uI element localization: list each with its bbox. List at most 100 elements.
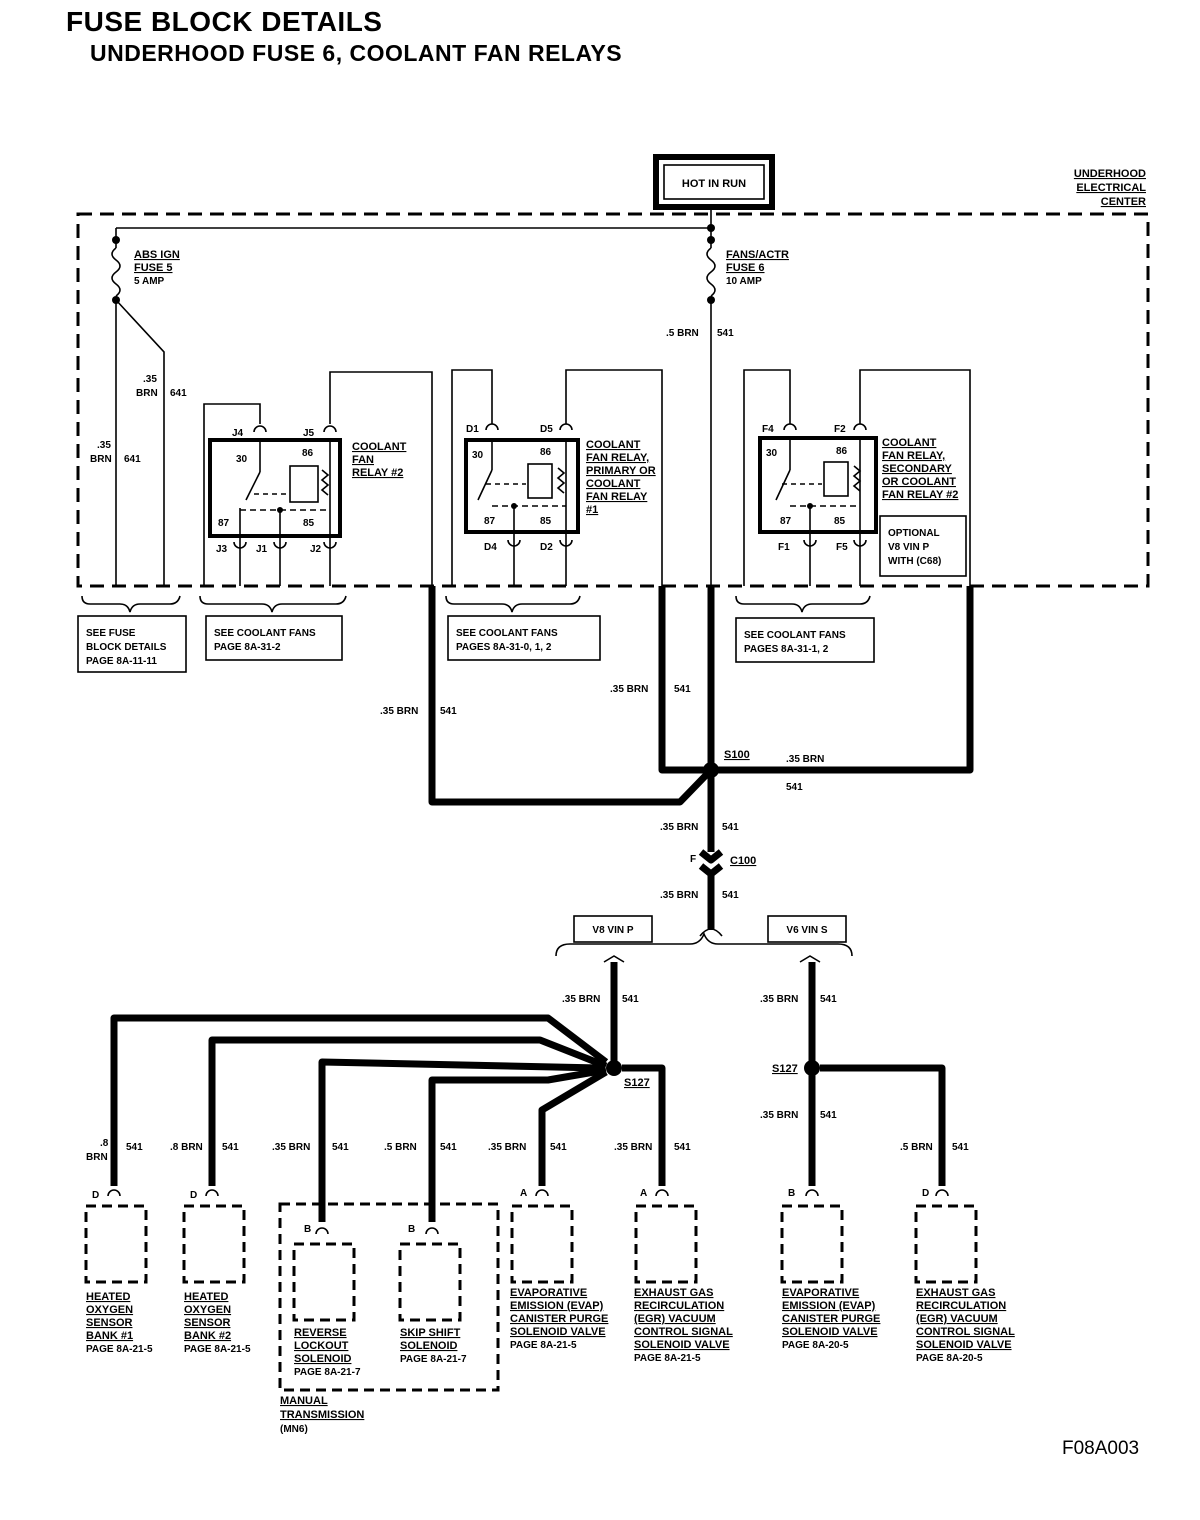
svg-text:.35 BRN: .35 BRN — [760, 994, 798, 1005]
svg-text:A: A — [640, 1188, 647, 1199]
svg-text:.35 BRN: .35 BRN — [488, 1142, 526, 1153]
svg-text:PAGE 8A-21-5: PAGE 8A-21-5 — [634, 1353, 701, 1364]
svg-text:86: 86 — [836, 446, 848, 457]
svg-text:J2: J2 — [310, 544, 322, 555]
svg-text:85: 85 — [540, 516, 552, 527]
svg-text:V6 VIN S: V6 VIN S — [786, 925, 827, 936]
svg-text:B: B — [304, 1224, 311, 1235]
coolant-fan-relay-2: J4 J5 30 86 87 85 J3 J1 J2 COOLANT FAN R… — [203, 371, 433, 586]
svg-text:COOLANT: COOLANT — [882, 437, 937, 449]
svg-text:85: 85 — [303, 518, 315, 529]
v6-branch: .35 BRN 541 S127 .35 BRN 541 — [760, 955, 946, 1186]
svg-text:BLOCK DETAILS: BLOCK DETAILS — [86, 642, 167, 653]
svg-text:.35: .35 — [143, 374, 157, 385]
svg-text:EVAPORATIVE: EVAPORATIVE — [782, 1287, 859, 1299]
svg-text:S127: S127 — [624, 1077, 650, 1089]
svg-text:541: 541 — [820, 1110, 837, 1121]
svg-text:541: 541 — [952, 1142, 969, 1153]
power-feed — [112, 207, 715, 248]
svg-text:SOLENOID: SOLENOID — [294, 1353, 352, 1365]
svg-text:30: 30 — [236, 454, 248, 465]
svg-text:PAGE 8A-21-7: PAGE 8A-21-7 — [294, 1367, 361, 1378]
svg-text:RECIRCULATION: RECIRCULATION — [634, 1300, 724, 1312]
svg-text:.5 BRN: .5 BRN — [900, 1142, 933, 1153]
connector-c100: F C100 .35 BRN 541 — [660, 849, 756, 930]
fuse-6: FANS/ACTR FUSE 6 10 AMP .5 BRN 541 — [666, 247, 789, 586]
svg-text:CENTER: CENTER — [1101, 196, 1146, 208]
svg-text:HEATED: HEATED — [86, 1291, 130, 1303]
svg-text:J4: J4 — [232, 428, 244, 439]
svg-text:541: 541 — [717, 328, 734, 339]
svg-text:B: B — [408, 1224, 415, 1235]
svg-text:BANK #2: BANK #2 — [184, 1330, 231, 1342]
evap-canister-purge-valve-v8: A EVAPORATIVE EMISSION (EVAP) CANISTER P… — [510, 1188, 608, 1351]
fuse-5: ABS IGN FUSE 5 5 AMP .35 BRN 641 .35 BRN… — [90, 247, 187, 586]
svg-text:FANS/ACTR: FANS/ACTR — [726, 249, 789, 261]
svg-text:PAGE 8A-21-7: PAGE 8A-21-7 — [400, 1354, 467, 1365]
egr-vacuum-control-valve-v8: A EXHAUST GAS RECIRCULATION (EGR) VACUUM… — [634, 1188, 733, 1364]
svg-text:UNDERHOOD: UNDERHOOD — [1074, 168, 1146, 180]
svg-text:SOLENOID VALVE: SOLENOID VALVE — [916, 1339, 1012, 1351]
svg-text:SOLENOID VALVE: SOLENOID VALVE — [510, 1326, 606, 1338]
svg-text:.8: .8 — [100, 1138, 109, 1149]
svg-text:TRANSMISSION: TRANSMISSION — [280, 1409, 364, 1421]
svg-text:87: 87 — [218, 518, 230, 529]
svg-text:F4: F4 — [762, 424, 774, 435]
svg-text:FAN: FAN — [352, 454, 374, 466]
reference-boxes: SEE FUSE BLOCK DETAILS PAGE 8A-11-11 SEE… — [77, 595, 875, 673]
svg-text:SENSOR: SENSOR — [184, 1317, 231, 1329]
svg-text:BRN: BRN — [86, 1152, 108, 1163]
svg-text:541: 541 — [622, 994, 639, 1005]
svg-text:SEE COOLANT FANS: SEE COOLANT FANS — [456, 628, 558, 639]
svg-text:F5: F5 — [836, 542, 848, 553]
svg-text:WITH (C68): WITH (C68) — [888, 556, 941, 567]
svg-text:COOLANT: COOLANT — [352, 441, 407, 453]
svg-text:.8 BRN: .8 BRN — [170, 1142, 203, 1153]
svg-text:C100: C100 — [730, 855, 756, 867]
svg-text:MANUAL: MANUAL — [280, 1395, 328, 1407]
harness-to-s100: S100 .35 BRN 541 .35 BRN 541 .35 BRN 541… — [380, 586, 974, 852]
svg-text:S127: S127 — [772, 1063, 798, 1075]
svg-text:PAGE 8A-20-5: PAGE 8A-20-5 — [916, 1353, 983, 1364]
manual-transmission-group: MANUAL TRANSMISSION (MN6) B REVERSE LOCK… — [278, 1202, 500, 1435]
svg-text:BANK #1: BANK #1 — [86, 1330, 133, 1342]
svg-text:541: 541 — [674, 1142, 691, 1153]
svg-text:541: 541 — [722, 822, 739, 833]
svg-text:SEE FUSE: SEE FUSE — [86, 628, 136, 639]
svg-text:EVAPORATIVE: EVAPORATIVE — [510, 1287, 587, 1299]
svg-text:PAGE 8A-20-5: PAGE 8A-20-5 — [782, 1340, 849, 1351]
svg-text:F: F — [690, 854, 696, 865]
svg-text:FUSE 6: FUSE 6 — [726, 262, 765, 274]
svg-text:D: D — [922, 1188, 929, 1199]
svg-text:.35 BRN: .35 BRN — [786, 754, 824, 765]
heated-oxygen-sensor-bank-2: D HEATED OXYGEN SENSOR BANK #2 PAGE 8A-2… — [182, 1189, 251, 1355]
svg-text:CONTROL SIGNAL: CONTROL SIGNAL — [916, 1326, 1015, 1338]
underhood-electrical-center: UNDERHOOD ELECTRICAL CENTER — [76, 168, 1150, 588]
svg-text:D1: D1 — [466, 424, 479, 435]
svg-text:J1: J1 — [256, 544, 268, 555]
svg-text:PAGE 8A-21-5: PAGE 8A-21-5 — [86, 1344, 153, 1355]
svg-text:SOLENOID VALVE: SOLENOID VALVE — [634, 1339, 730, 1351]
svg-text:86: 86 — [302, 448, 314, 459]
svg-text:PAGES 8A-31-0, 1, 2: PAGES 8A-31-0, 1, 2 — [456, 642, 552, 653]
svg-text:EMISSION (EVAP): EMISSION (EVAP) — [510, 1300, 604, 1312]
svg-text:SOLENOID: SOLENOID — [400, 1340, 458, 1352]
svg-text:D2: D2 — [540, 542, 553, 553]
svg-text:CANISTER PURGE: CANISTER PURGE — [510, 1313, 608, 1325]
svg-text:RELAY #2: RELAY #2 — [352, 467, 403, 479]
svg-text:F2: F2 — [834, 424, 846, 435]
svg-text:D: D — [92, 1190, 99, 1201]
svg-text:(MN6): (MN6) — [280, 1424, 308, 1435]
svg-text:641: 641 — [124, 454, 141, 465]
svg-text:10 AMP: 10 AMP — [726, 276, 762, 287]
svg-text:D4: D4 — [484, 542, 497, 553]
evap-canister-purge-valve-v6: B EVAPORATIVE EMISSION (EVAP) CANISTER P… — [780, 1188, 880, 1351]
svg-text:HEATED: HEATED — [184, 1291, 228, 1303]
svg-text:EMISSION (EVAP): EMISSION (EVAP) — [782, 1300, 876, 1312]
svg-text:541: 541 — [126, 1142, 143, 1153]
svg-text:BRN: BRN — [90, 454, 112, 465]
bottom-wire-labels: .8 BRN 541 .8 BRN 541 .35 BRN 541 .5 BRN… — [86, 1138, 969, 1163]
svg-text:(EGR) VACUUM: (EGR) VACUUM — [916, 1313, 998, 1325]
figure-id: F08A003 — [1062, 1438, 1140, 1459]
svg-text:PAGE 8A-11-11: PAGE 8A-11-11 — [86, 656, 157, 667]
